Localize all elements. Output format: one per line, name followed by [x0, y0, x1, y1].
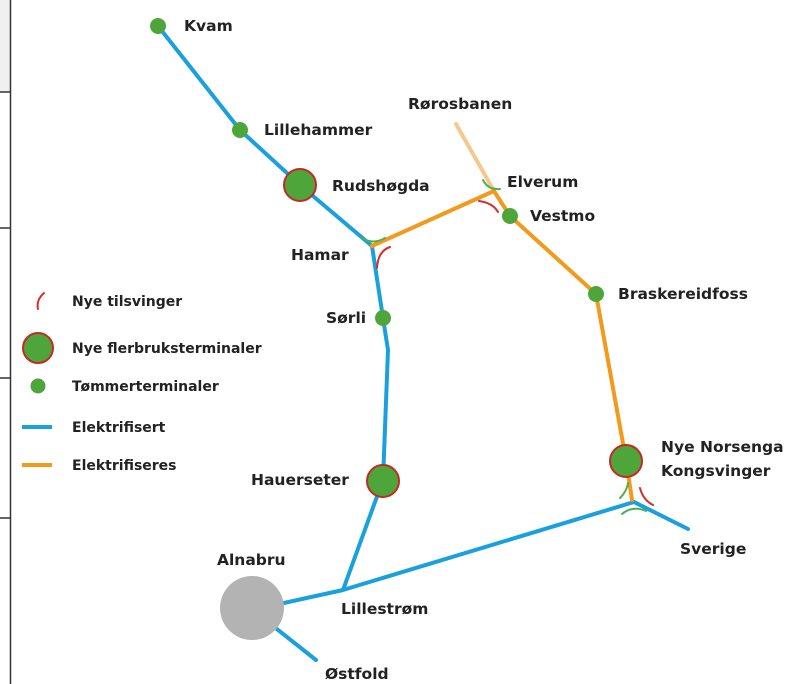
new-curve-kongsvinger	[639, 487, 654, 506]
label-hamar: Hamar	[291, 246, 349, 264]
label-lillehammer: Lillehammer	[264, 121, 373, 139]
label-vestmo: Vestmo	[530, 207, 595, 225]
line-kongsvinger-sverige	[632, 500, 690, 531]
terminal-braskereidfoss	[588, 286, 604, 302]
cropped-table-frame	[0, 0, 12, 684]
frame-header-cell	[0, 0, 11, 92]
legend-to-be-electrified-label: Elektrifiseres	[72, 458, 177, 474]
label-rorosbanen: Rørosbanen	[408, 95, 512, 113]
label-alnabru: Alnabru	[217, 551, 286, 569]
label-lillestrom: Lillestrøm	[341, 600, 428, 618]
legend-electrified-label: Elektrifisert	[72, 420, 166, 436]
new-terminal-rudshogda	[283, 168, 317, 202]
terminal-kvam	[150, 18, 166, 34]
label-rudshogda: Rudshøgda	[332, 177, 430, 195]
label-kvam: Kvam	[184, 17, 233, 35]
terminal-alnabru	[220, 576, 284, 640]
label-nye-norsenga: Nye Norsenga	[661, 438, 784, 456]
label-sverige: Sverige	[680, 540, 746, 558]
legend-new-curves-label: Nye tilsvinger	[72, 294, 182, 310]
new-terminal-hauerseter	[366, 464, 400, 498]
label-elverum: Elverum	[507, 173, 578, 191]
terminal-lillehammer	[232, 122, 248, 138]
new-curve-hamar	[376, 246, 391, 269]
terminals	[150, 18, 643, 640]
line-kvam-hamar	[156, 24, 374, 248]
line-hamar-hauerseter	[370, 244, 390, 482]
new-curves	[361, 179, 654, 515]
curve-elverum-junction	[482, 179, 501, 191]
legend-new-curve-icon	[36, 292, 45, 310]
place-labels: Kvam Lillehammer Rudshøgda Hamar Sørli H…	[184, 17, 784, 683]
new-terminal-nye-norsenga	[609, 444, 643, 478]
label-sorli: Sørli	[326, 309, 366, 327]
legend-timber-terminal-icon	[30, 378, 46, 394]
label-hauerseter: Hauerseter	[251, 471, 349, 489]
line-hauerseter-lillestrom	[341, 478, 385, 592]
label-ostfold: Østfold	[325, 665, 389, 683]
line-alnabru-lillestrom-kongsvinger	[250, 500, 636, 612]
terminal-sorli	[375, 310, 391, 326]
legend-new-terminal-icon	[22, 332, 54, 364]
curve-kongsvinger-b	[621, 507, 647, 515]
legend: Nye tilsvinger Nye flerbruksterminaler T…	[22, 292, 262, 474]
new-curve-elverum	[478, 200, 499, 213]
label-braskereidfoss: Braskereidfoss	[618, 285, 748, 303]
line-hamar-elverum	[370, 189, 496, 248]
legend-new-terminals-label: Nye flerbruksterminaler	[72, 341, 262, 357]
terminal-vestmo	[502, 208, 518, 224]
legend-timber-terminals-label: Tømmerterminaler	[72, 379, 219, 395]
curve-hamar-junction	[361, 237, 386, 243]
label-kongsvinger: Kongsvinger	[661, 462, 771, 480]
rorosbanen-line	[454, 122, 496, 193]
curve-kongsvinger-a	[619, 482, 629, 499]
